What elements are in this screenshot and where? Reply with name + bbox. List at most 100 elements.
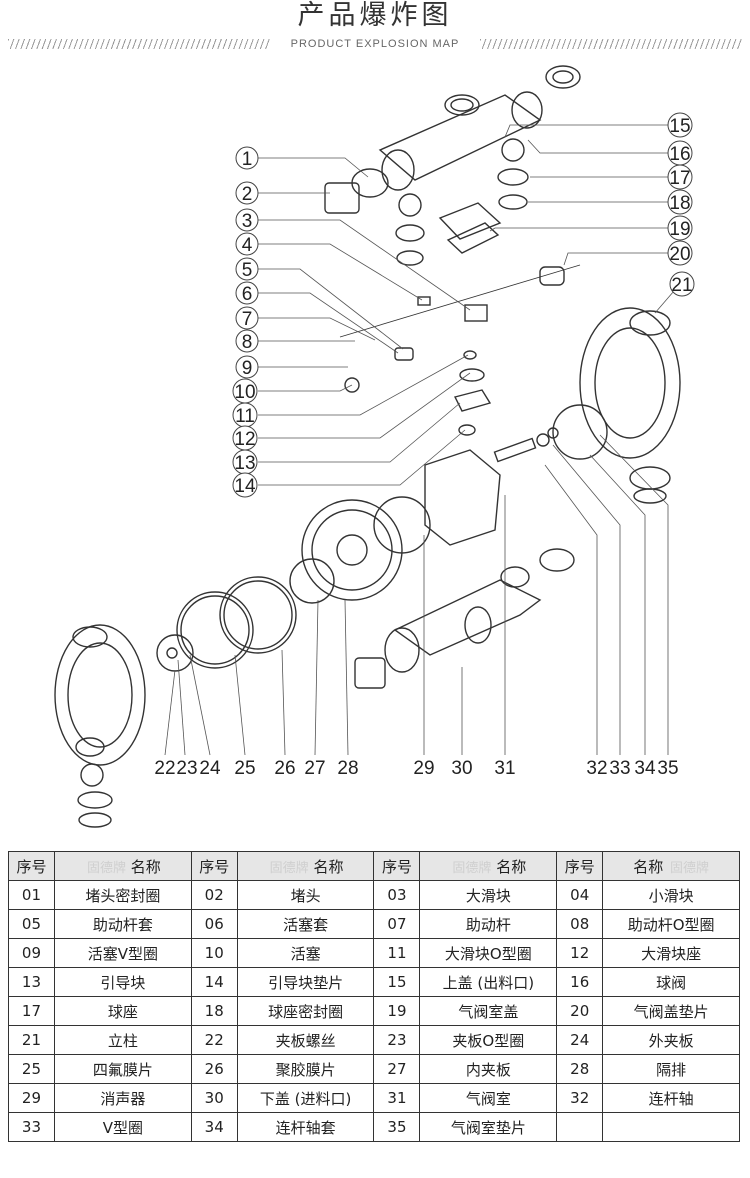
part-name: 立柱 [53,1025,192,1055]
part-number [556,1112,604,1142]
svg-text:9: 9 [242,358,253,379]
part-name: 大滑块 [419,880,558,910]
part-number: 19 [373,996,421,1026]
manifold-left-end [381,149,415,191]
watermark-text: 固德牌 [269,860,309,876]
lower-plug [354,657,386,689]
svg-text:13: 13 [234,453,255,474]
connecting-shaft [493,437,537,463]
part-name: 四氟膜片 [53,1054,192,1084]
part-number: 04 [556,880,604,910]
part-name: 活塞V型圈 [53,938,192,968]
pilot-block [453,389,492,412]
outlet-port [444,94,480,116]
callout-18: 18 [667,189,693,215]
header-number: 序号 [190,851,238,881]
part-name [602,1112,740,1142]
part-name: 上盖 (出料口) [419,967,558,997]
callout-16: 16 [667,140,693,166]
part-number: 05 [8,909,55,939]
part-name: 球座 [53,996,192,1026]
svg-text:7: 7 [242,309,253,330]
callout-2: 2 [235,181,259,205]
svg-text:6: 6 [242,284,253,305]
callout-24: 24 [199,758,221,779]
large-slider [464,304,488,322]
svg-text:1: 1 [242,149,253,170]
svg-text:3: 3 [242,211,253,232]
part-number: 35 [373,1112,421,1142]
callout-12: 12 [232,425,258,451]
header-name: 固德牌 名称 [236,851,375,881]
part-number: 22 [190,1025,238,1055]
callout-27: 27 [304,758,325,779]
callout-28: 28 [337,758,358,779]
part-name: 下盖 (进料口) [236,1083,375,1113]
exploded-view-diagram: 1 2 3 4 5 6 7 8 9 10 11 12 13 14 15 16 1… [54,65,695,828]
svg-text:4: 4 [242,235,253,256]
part-name: 引导块垫片 [236,967,375,997]
part-name: 活塞 [236,938,375,968]
svg-text:14: 14 [234,476,256,497]
plug [324,182,360,214]
part-name: 气阀室 [419,1083,558,1113]
part-name: 大滑块O型圈 [419,938,558,968]
header-name: 固德牌 名称 [419,851,558,881]
part-number: 32 [556,1083,604,1113]
part-name: 助动杆套 [53,909,192,939]
header-name: 固德牌 名称 [53,851,192,881]
callout-8: 8 [235,329,259,353]
callout-10: 10 [232,378,258,404]
part-name: 气阀盖垫片 [602,996,740,1026]
manifold-right-end [511,91,543,129]
part-name: 球座密封圈 [236,996,375,1026]
svg-text:16: 16 [669,144,690,165]
callout-14: 14 [232,472,258,498]
part-name: 聚胶膜片 [236,1054,375,1084]
callout-7: 7 [235,306,259,330]
watermark-text: 固德牌 [452,860,492,876]
piston [344,377,360,393]
callout-30: 30 [451,758,472,779]
small-slider [417,296,431,306]
watermark-text: 固德牌 [86,860,126,876]
svg-text:10: 10 [234,382,255,403]
part-number: 14 [190,967,238,997]
callout-6: 6 [235,281,259,305]
part-name: 夹板螺丝 [236,1025,375,1055]
part-name: 连杆轴 [602,1083,740,1113]
header-name: 名称 固德牌 [602,851,740,881]
part-number: 13 [8,967,55,997]
part-number: 25 [8,1054,55,1084]
header-number: 序号 [556,851,604,881]
lower-manifold [393,579,542,656]
part-number: 28 [556,1054,604,1084]
piston-sleeve-upper [539,266,565,286]
callout-1: 1 [235,146,259,170]
part-name: 引导块 [53,967,192,997]
part-number: 30 [190,1083,238,1113]
svg-text:20: 20 [669,244,690,265]
callout-35: 35 [657,758,678,779]
callout-22: 22 [154,758,175,779]
callout-17: 17 [667,164,693,190]
svg-text:15: 15 [669,116,690,137]
part-number: 09 [8,938,55,968]
part-name: 堵头密封圈 [53,880,192,910]
callout-34: 34 [634,758,656,779]
part-name: 助动杆O型圈 [602,909,740,939]
part-number: 34 [190,1112,238,1142]
leader-lines [164,124,681,756]
part-number: 17 [8,996,55,1026]
air-valve-chamber [424,449,501,546]
ptfe-diaphragm [176,591,254,669]
svg-text:17: 17 [669,168,690,189]
part-number: 20 [556,996,604,1026]
air-valve-cover [438,202,502,240]
